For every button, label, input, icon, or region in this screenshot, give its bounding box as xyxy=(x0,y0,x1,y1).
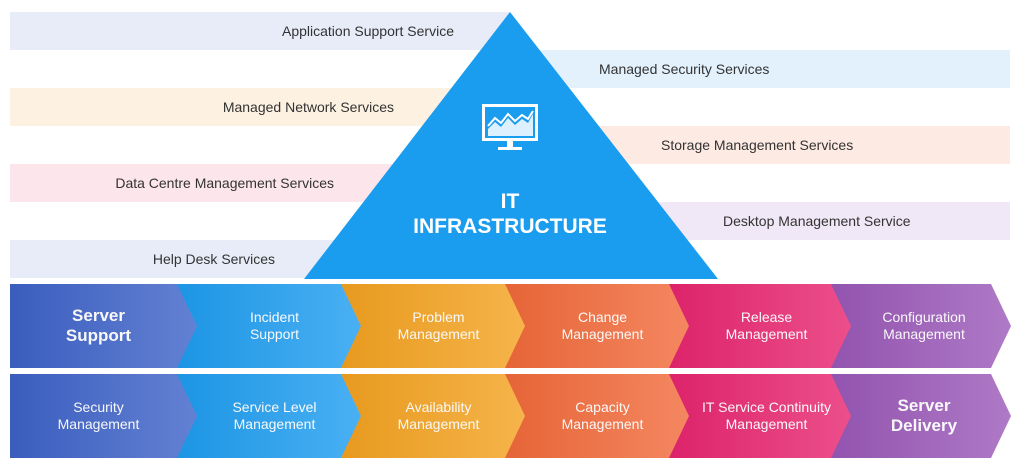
process-step: Server Support xyxy=(10,284,199,368)
process-step: Problem Management xyxy=(341,284,530,368)
step-label: Incident Support xyxy=(249,309,300,342)
step-label: Change Management xyxy=(561,309,644,342)
service-label: Help Desk Services xyxy=(152,251,275,267)
monitor-chart-icon xyxy=(482,104,538,150)
process-row-1: Server Support Incident Support Problem … xyxy=(10,284,1011,368)
process-step: Change Management xyxy=(505,284,694,368)
process-step: IT Service Continuity Management xyxy=(669,374,858,458)
step-label: Release Management xyxy=(725,309,808,342)
step-label: Capacity Management xyxy=(561,399,644,432)
service-label: Desktop Management Service xyxy=(723,213,911,229)
process-step: Security Management xyxy=(10,374,199,458)
service-band: Managed Network Services xyxy=(10,88,510,126)
process-step: Configuration Management xyxy=(831,284,1011,368)
step-label: IT Service Continuity Management xyxy=(702,399,831,432)
step-label: Configuration Management xyxy=(882,309,966,342)
step-label: Availability Management xyxy=(397,399,480,432)
step-label: Server Support xyxy=(65,306,132,345)
service-label: Application Support Service xyxy=(282,23,454,39)
process-step: Service Level Management xyxy=(177,374,366,458)
center-title-line2: INFRASTRUCTURE xyxy=(413,215,607,238)
process-step: Capacity Management xyxy=(505,374,694,458)
service-band: Application Support Service xyxy=(10,12,510,50)
process-step: Availability Management xyxy=(341,374,530,458)
step-label: Security Management xyxy=(57,399,140,432)
step-label: Server Delivery xyxy=(890,396,958,435)
service-label: Data Centre Management Services xyxy=(115,175,334,191)
center-title-line1: IT xyxy=(500,190,520,213)
step-label: Problem Management xyxy=(397,309,480,342)
process-step: Release Management xyxy=(669,284,858,368)
process-step: Incident Support xyxy=(177,284,366,368)
service-label: Managed Security Services xyxy=(599,61,770,77)
service-band: Managed Security Services xyxy=(510,50,1010,88)
service-label: Storage Management Services xyxy=(661,137,854,153)
process-step: Server Delivery xyxy=(831,374,1011,458)
service-label: Managed Network Services xyxy=(222,99,394,115)
process-row-2: Security Management Service Level Manage… xyxy=(10,374,1011,458)
step-label: Service Level Management xyxy=(232,399,317,432)
center-title: IT INFRASTRUCTURE xyxy=(400,189,620,239)
